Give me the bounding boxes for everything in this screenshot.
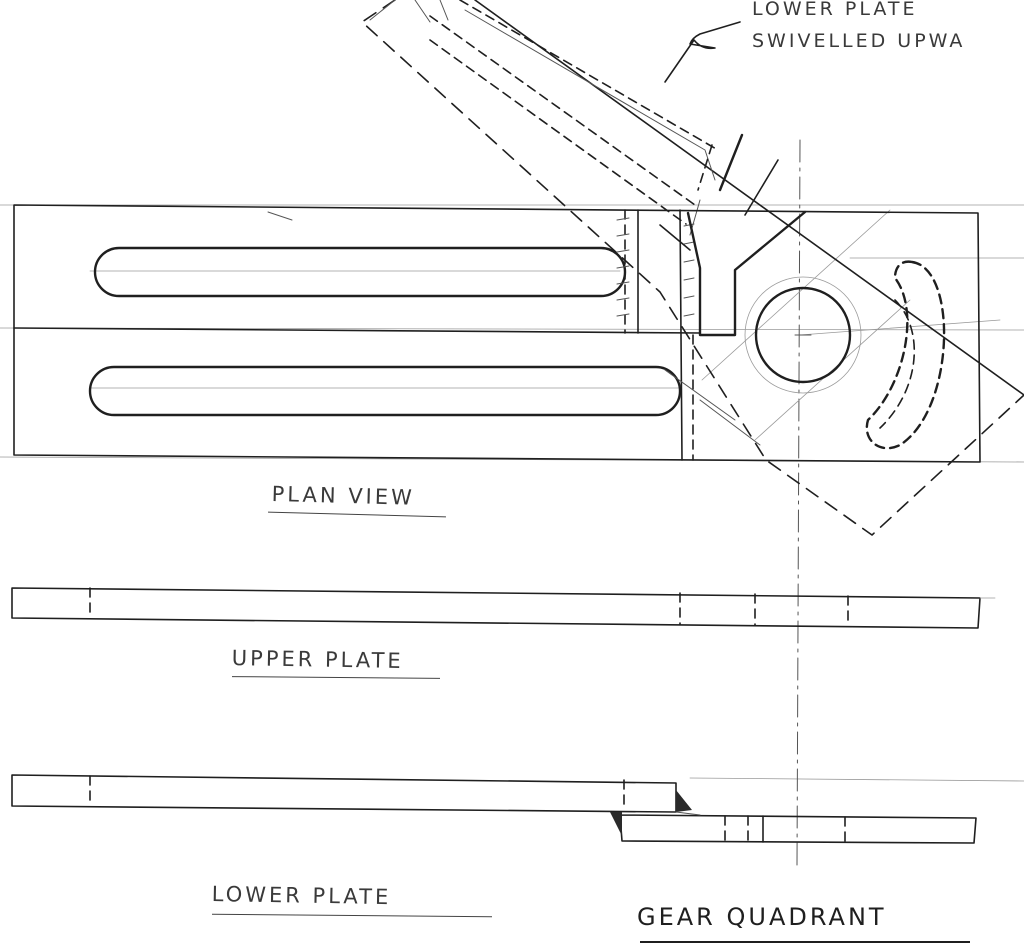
lower-plate-label: LOWER PLATE: [211, 882, 392, 910]
swivel-note-line-2: SWIVELLED UPWA: [752, 30, 966, 52]
upper-plate-label: UPPER PLATE: [231, 646, 404, 673]
lower-plate-view: [11, 774, 977, 844]
swivel-note-line-1: LOWER PLATE: [752, 0, 918, 20]
upper-slot: [93, 246, 627, 298]
construction-lines: [0, 139, 1024, 866]
pivot-circle: [754, 286, 852, 384]
note-leader: [664, 21, 741, 83]
upper-plate-view: [11, 587, 996, 629]
arc-slot: [865, 260, 946, 450]
swivelled-lower-plate: [361, 0, 1024, 536]
gear-quadrant-label: GEAR QUADRANT: [637, 903, 887, 931]
plan-view: [13, 204, 981, 463]
gear-quadrant-underline: [640, 941, 970, 943]
lower-slot: [88, 365, 682, 417]
plan-view-label: PLAN VIEW: [271, 482, 416, 510]
center-line-vertical: [796, 139, 801, 866]
